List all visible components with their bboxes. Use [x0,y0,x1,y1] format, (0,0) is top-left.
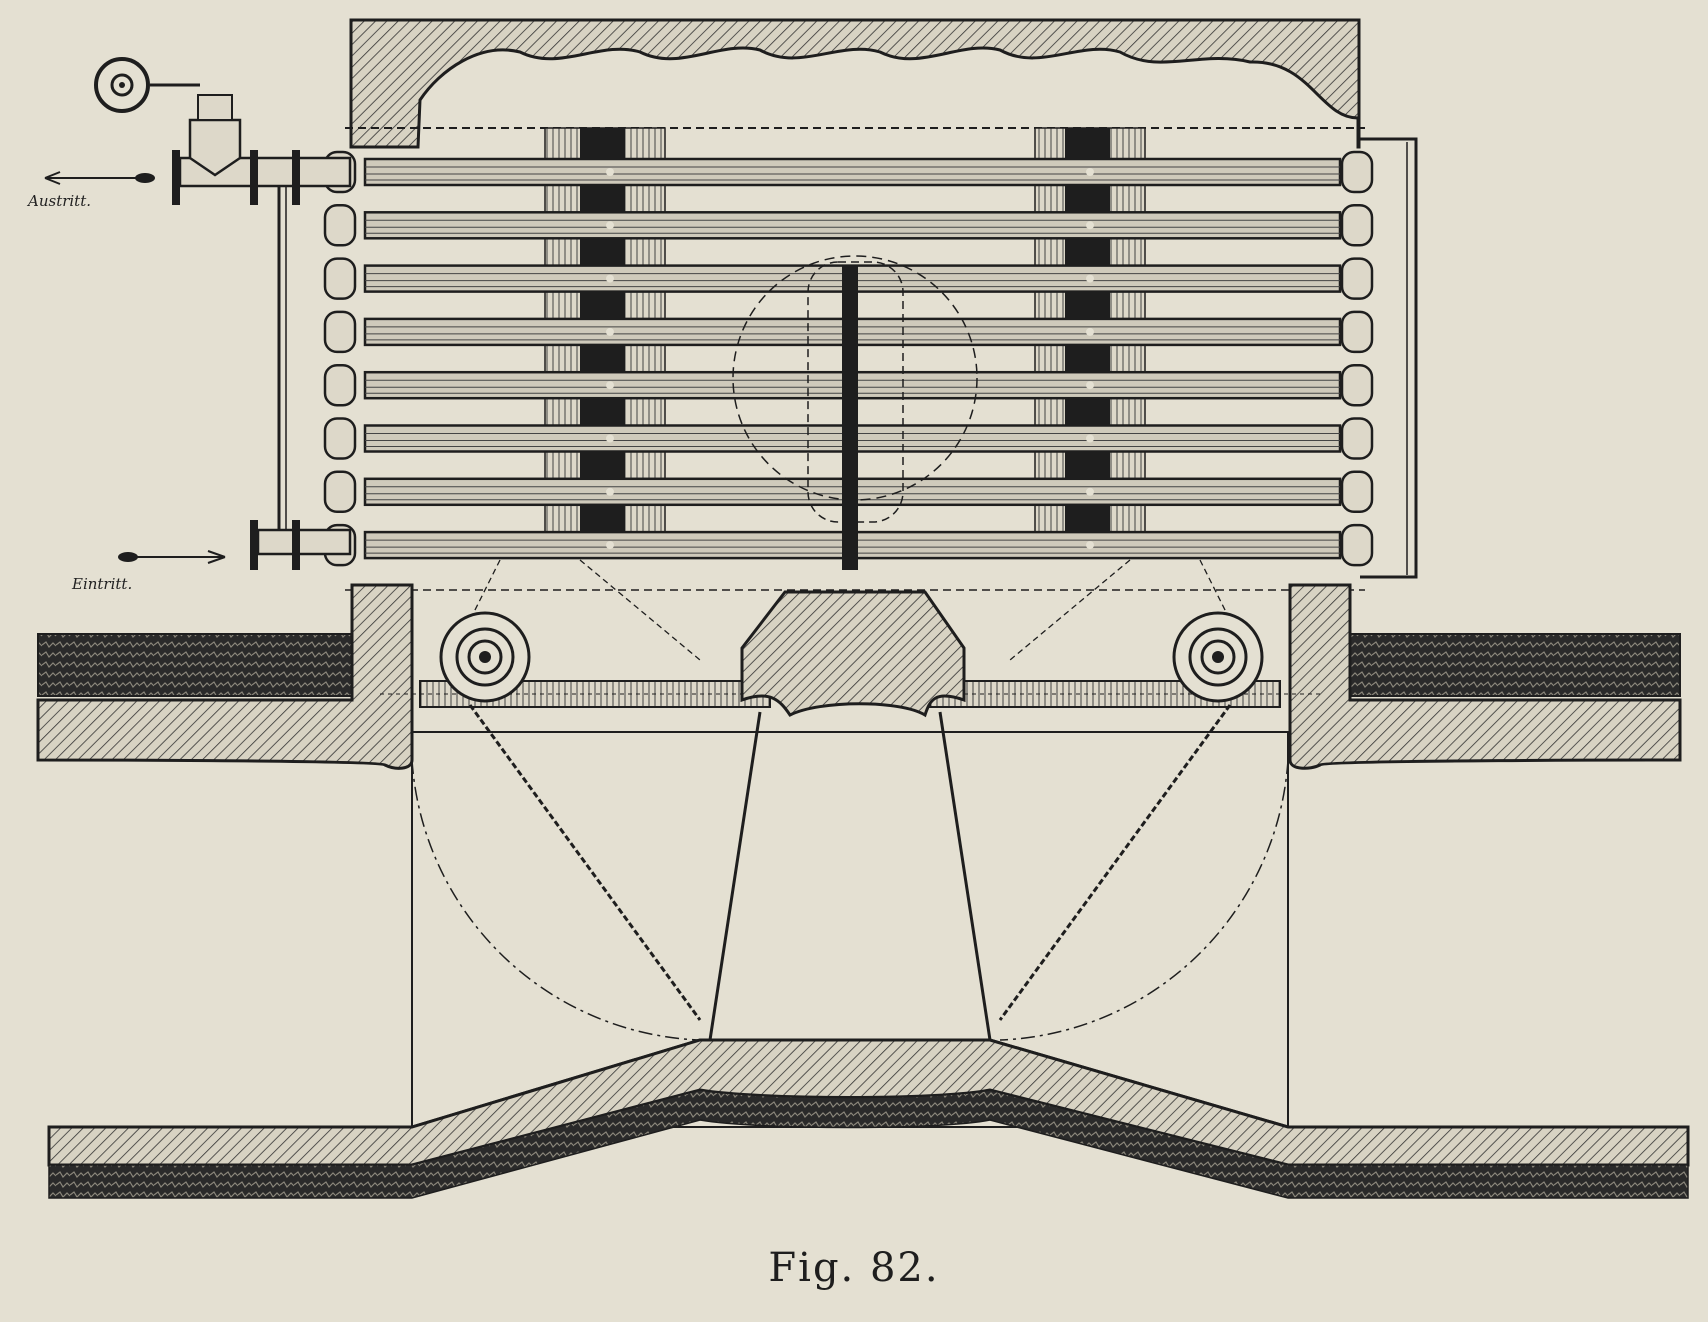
tube-header-left [323,257,357,300]
tube-header-right [1340,363,1374,407]
central-bridge-block [740,590,966,718]
pressure-gauge-icon [94,57,150,113]
tube-header-right [1340,470,1374,514]
inlet-arrow-icon [118,550,226,564]
roller-right [1172,611,1264,703]
inlet-label: Eintritt. [72,575,133,593]
tube-header-left [323,363,357,407]
drum-outline [732,255,978,501]
tube-header-left [323,417,357,460]
tube-header-right [1340,150,1374,194]
tube-header-right [1340,257,1374,300]
top-masonry [349,18,1361,149]
tube-row [323,204,1374,247]
ground-right [1349,633,1681,697]
outlet-arrow-icon [44,171,155,185]
ground-left [37,633,354,697]
right-frame [1360,137,1418,579]
tube-header-left [323,310,357,354]
center-stay [842,265,858,570]
tube-header-left [323,204,357,247]
outlet-label: Austritt. [28,192,92,210]
ground-bottom [48,1089,1689,1199]
tube-header-right [1340,523,1374,567]
tube-header-right [1340,310,1374,354]
inlet-pipe [250,520,352,570]
tube-header-right [1340,417,1374,460]
roller-left [439,611,531,703]
tube-row [323,150,1374,194]
tube-header-left [323,470,357,514]
tube-header-right [1340,204,1374,247]
outlet-pipe [150,83,352,205]
figure-caption: Fig. 82. [768,1245,940,1291]
